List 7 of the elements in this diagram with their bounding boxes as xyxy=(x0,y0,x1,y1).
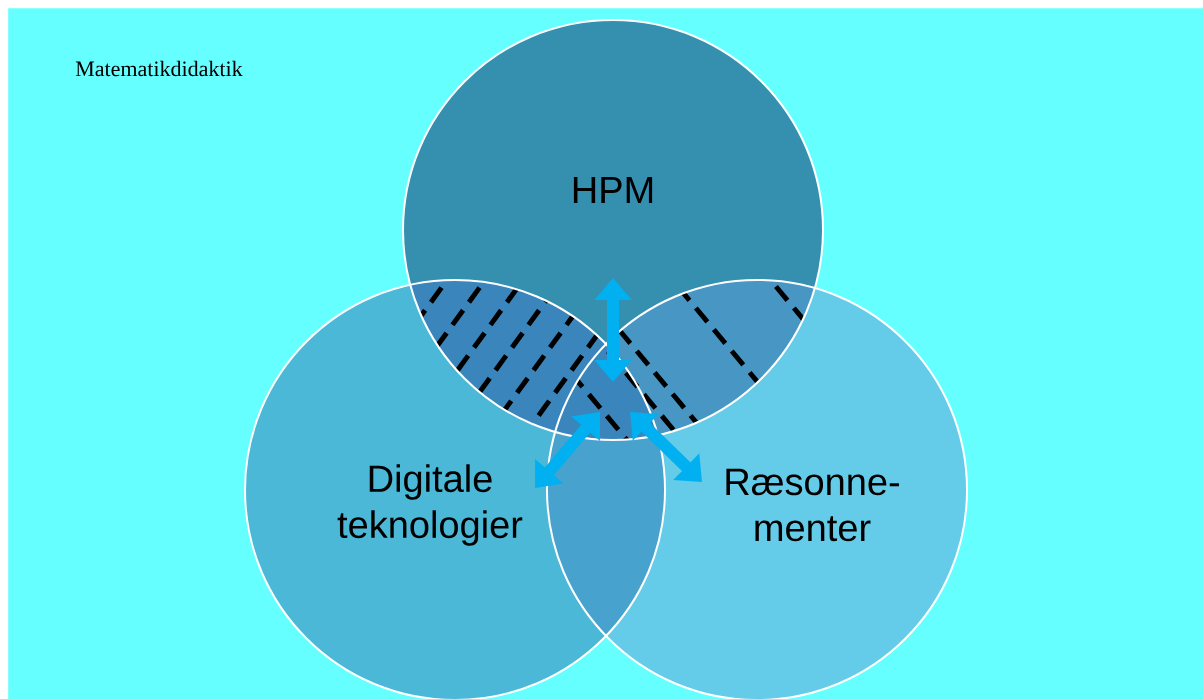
double-arrow xyxy=(535,412,600,488)
circle-label: HPM xyxy=(573,176,653,204)
double-arrow xyxy=(630,412,702,482)
venn-circle xyxy=(402,19,824,441)
title: Matematikdidaktik xyxy=(75,60,243,77)
circle-label: Digitale teknologier xyxy=(337,464,523,546)
circle-label: Ræsonne- menter xyxy=(726,468,899,542)
